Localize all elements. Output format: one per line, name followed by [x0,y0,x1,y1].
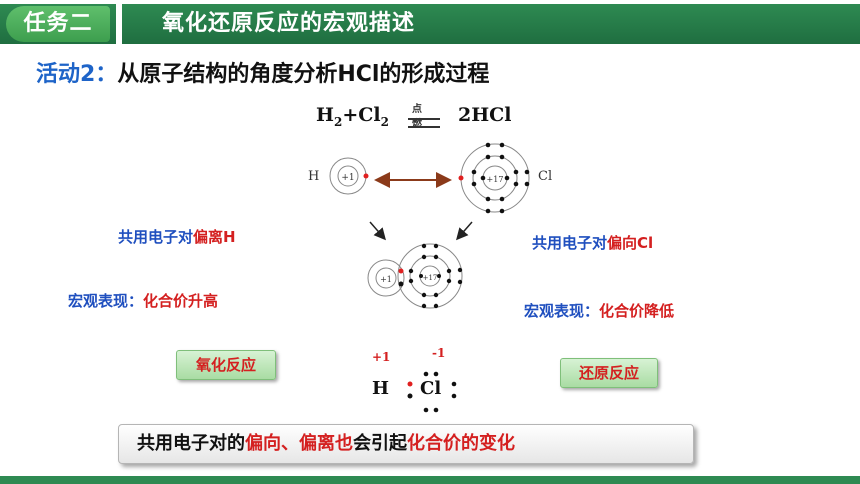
hcl-cl-nucleus-label: +17 [423,274,438,282]
hcl-h-nucleus-label: +1 [380,275,392,284]
reaction-equation: H2+Cl2 点 燃 2HCl [316,104,512,130]
left-macro-prefix: 宏观表现： [68,292,144,310]
right-down-arrow [456,221,473,241]
oxidation-reaction-box: 氧化反应 [176,350,276,380]
plus-sign: + [342,104,359,126]
header-title: 氧化还原反应的宏观描述 [162,11,416,36]
equal-sign-icon [408,118,440,128]
left-shared-pair-highlight: 偏离H [193,228,236,246]
chlorine-atom: +17 [458,142,530,214]
summary-part3: 会引起 [353,433,407,454]
right-macro-label: 宏观表现：化合价降低 [524,300,674,321]
reaction-condition: 点 燃 [412,104,422,130]
cl-atom-symbol: Cl [538,169,552,184]
left-macro-label: 宏观表现：化合价升高 [68,290,218,311]
product: 2HCl [458,104,512,126]
left-down-arrow [369,221,386,241]
summary-part2: 偏向、偏离也 [245,433,353,454]
hcl-molecule: +1 +17 [367,243,463,309]
summary-box: 共用电子对的偏向、偏离也会引起化合价的变化 [118,424,694,464]
reactant-h: H [316,104,334,126]
h-atom-symbol: H [308,169,319,184]
summary-part4: 化合价的变化 [407,433,515,454]
right-macro-highlight: 化合价降低 [599,302,675,320]
h-charge-label: +1 [372,350,391,364]
header-divider [116,4,122,44]
right-shared-pair-label: 共用电子对偏向Cl [532,232,653,253]
h-nucleus-label: +1 [341,173,354,183]
activity-label: 活动2： [36,62,118,87]
activity-title: 活动2：从原子结构的角度分析HCl的形成过程 [36,56,489,88]
reduction-reaction-box: 还原反应 [560,358,658,388]
hydrogen-atom: +1 [329,157,369,195]
lewis-electron-dots [407,371,457,413]
header-bar: 任务二 氧化还原反应的宏观描述 [0,4,860,44]
right-shared-pair-prefix: 共用电子对 [532,234,608,252]
summary-part1: 共用电子对的 [137,433,245,454]
bottom-bar [0,476,860,484]
left-macro-highlight: 化合价升高 [143,292,219,310]
lewis-cl: Cl [420,378,442,399]
left-shared-pair-prefix: 共用电子对 [118,228,194,246]
activity-text: 从原子结构的角度分析HCl的形成过程 [117,62,490,87]
reactant-cl-subscript: 2 [380,114,389,129]
left-shared-pair-label: 共用电子对偏离H [118,226,236,247]
cl-nucleus-label: +17 [487,175,504,184]
reactant-h-subscript: 2 [333,114,343,129]
cl-charge-label: -1 [432,346,446,360]
reactant-cl: Cl [358,104,381,126]
right-macro-prefix: 宏观表现： [524,302,600,320]
lewis-h: H [372,378,390,399]
right-shared-pair-highlight: 偏向Cl [607,234,654,252]
task-tag: 任务二 [6,6,110,42]
atom-structure-diagram: +1 H +17 Cl +1 +17 [308,142,552,309]
